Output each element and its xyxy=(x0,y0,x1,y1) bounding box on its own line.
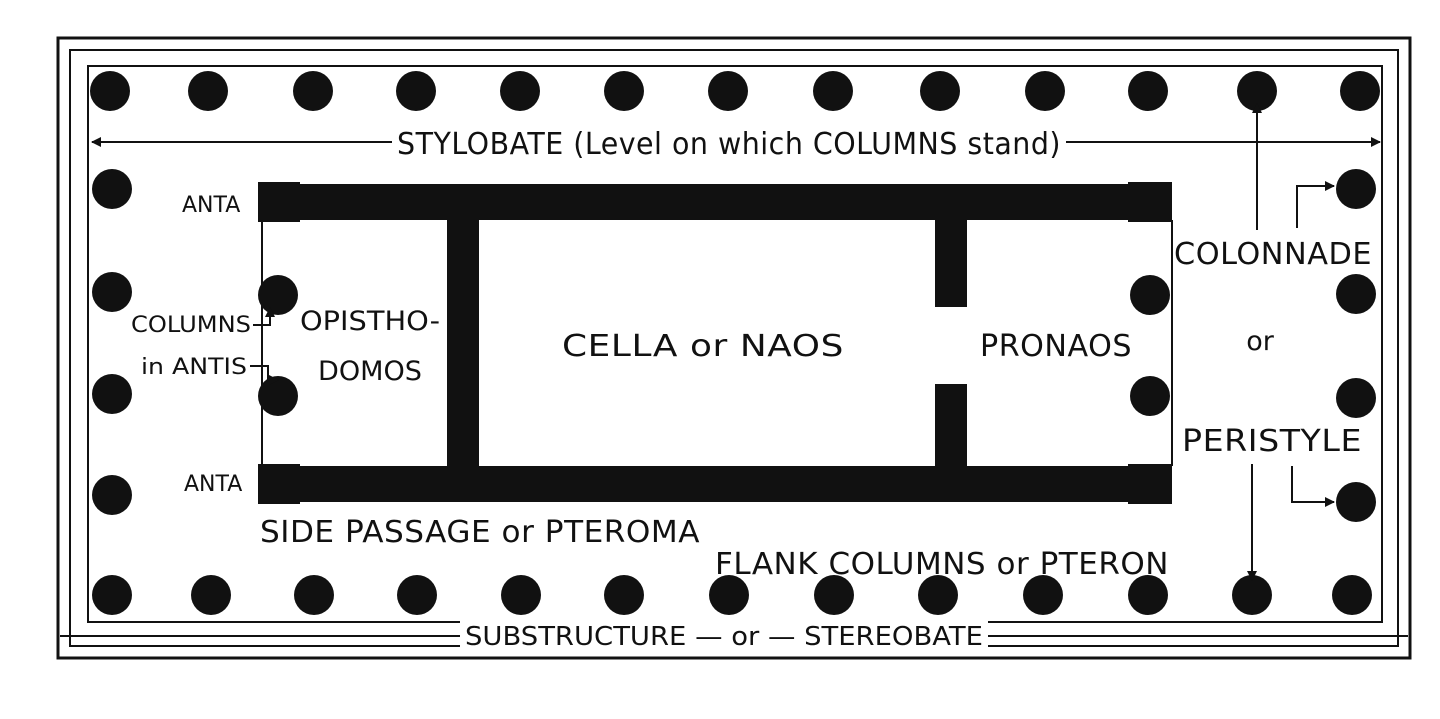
anta-bottom-right xyxy=(1128,464,1172,504)
cella-label: CELLA or NAOS xyxy=(562,329,844,364)
column-bottom-9 xyxy=(918,575,958,615)
flank-columns-label: FLANK COLUMNS or PTERON xyxy=(715,547,1169,582)
peristyle-label: PERISTYLE xyxy=(1182,424,1362,459)
column-bottom-2 xyxy=(191,575,231,615)
column-top-1 xyxy=(90,71,130,111)
column-top-10 xyxy=(1025,71,1065,111)
cella-walls xyxy=(258,182,1173,504)
column-top-6 xyxy=(604,71,644,111)
wall-opisthodomos-cella xyxy=(447,215,479,471)
side-passage-label: SIDE PASSAGE or PTEROMA xyxy=(260,515,700,550)
column-top-13 xyxy=(1340,71,1380,111)
columns-pointer-1 xyxy=(253,307,275,326)
anta-top-label: ANTA xyxy=(182,193,240,218)
column-bottom-7 xyxy=(709,575,749,615)
column-west-2 xyxy=(92,272,132,312)
column-bottom-8 xyxy=(814,575,854,615)
column-top-2 xyxy=(188,71,228,111)
columns-pointer-2 xyxy=(250,365,279,385)
stereobate-outer-border xyxy=(56,36,1412,660)
wall-pronaos-door-upper xyxy=(935,215,967,307)
columns-in-antis-label-1: COLUMNS xyxy=(131,313,251,338)
column-bottom-1 xyxy=(92,575,132,615)
column-top-7 xyxy=(708,71,748,111)
anta-top-left xyxy=(258,182,300,222)
peristyle-arrow-right xyxy=(1291,466,1335,507)
column-in-antis-front-1 xyxy=(1130,275,1170,315)
column-bottom-13 xyxy=(1332,575,1372,615)
column-bottom-10 xyxy=(1023,575,1063,615)
column-top-12 xyxy=(1237,71,1277,111)
column-west-4 xyxy=(92,475,132,515)
substructure-label-bg xyxy=(460,620,988,652)
column-top-4 xyxy=(396,71,436,111)
column-bottom-6 xyxy=(604,575,644,615)
anta-bottom-left xyxy=(258,464,300,504)
stylobate-label-bg xyxy=(392,124,1066,160)
column-in-antis-rear-1 xyxy=(258,275,298,315)
column-bottom-11 xyxy=(1128,575,1168,615)
column-top-9 xyxy=(920,71,960,111)
column-east-4 xyxy=(1336,482,1376,522)
stylobate-label: STYLOBATE (Level on which COLUMNS stand) xyxy=(397,127,1061,162)
colonnade-pointers xyxy=(1247,103,1335,581)
colonnade-arrow-right xyxy=(1296,181,1335,228)
opisthodomos-label-1: OPISTHO- xyxy=(300,306,440,337)
peristyle-columns xyxy=(90,71,1380,615)
column-top-5 xyxy=(500,71,540,111)
column-east-3 xyxy=(1336,378,1376,418)
columns-in-antis-pointers xyxy=(250,307,279,385)
column-top-11 xyxy=(1128,71,1168,111)
opisthodomos-label-2: DOMOS xyxy=(318,356,422,387)
substructure-label: SUBSTRUCTURE — or — STEREOBATE xyxy=(465,622,983,652)
anta-top-right xyxy=(1128,182,1172,222)
column-bottom-3 xyxy=(294,575,334,615)
pronaos-label: PRONAOS xyxy=(980,329,1132,364)
wall-north xyxy=(262,184,1172,220)
column-in-antis-front-2 xyxy=(1130,376,1170,416)
colonnade-or-label: or xyxy=(1246,326,1275,357)
column-west-1 xyxy=(92,169,132,209)
column-bottom-5 xyxy=(501,575,541,615)
column-in-antis-rear-2 xyxy=(258,376,298,416)
column-top-3 xyxy=(293,71,333,111)
column-east-1 xyxy=(1336,169,1376,209)
column-east-2 xyxy=(1336,274,1376,314)
wall-pronaos-door-lower xyxy=(935,384,967,472)
anta-bottom-label: ANTA xyxy=(184,472,242,497)
columns-in-antis-label-2: in ANTIS xyxy=(141,355,247,380)
column-west-3 xyxy=(92,374,132,414)
colonnade-label: COLONNADE xyxy=(1174,237,1372,272)
wall-south xyxy=(262,466,1172,502)
column-bottom-4 xyxy=(397,575,437,615)
column-top-8 xyxy=(813,71,853,111)
column-bottom-12 xyxy=(1232,575,1272,615)
